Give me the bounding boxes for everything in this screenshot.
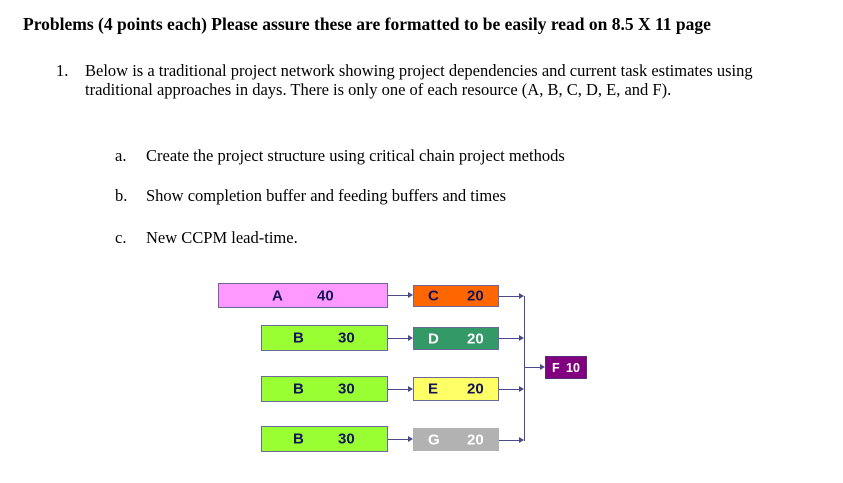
- part-c-label: c.: [115, 228, 127, 247]
- part-a-text: Create the project structure using criti…: [146, 146, 565, 165]
- question-number: 1.: [56, 61, 69, 80]
- task-b-days: 30: [338, 380, 355, 398]
- task-a-days: 40: [317, 287, 334, 304]
- connector-e-merge: [499, 389, 520, 390]
- task-b-name: B: [293, 430, 304, 448]
- task-a-box: A 40: [218, 283, 388, 308]
- part-c-text: New CCPM lead-time.: [146, 228, 298, 247]
- arrow-icon: [408, 292, 413, 298]
- connector-d-merge: [499, 338, 520, 339]
- connector-a-c: [388, 295, 409, 296]
- part-a-label: a.: [115, 146, 127, 165]
- arrow-icon: [408, 335, 413, 341]
- task-g-days: 20: [467, 431, 484, 448]
- arrow-icon: [408, 436, 413, 442]
- part-b-label: b.: [115, 186, 128, 205]
- task-f-days: 10: [566, 360, 580, 375]
- arrow-icon: [519, 335, 524, 341]
- connector-b-e: [388, 389, 409, 390]
- connector-b-g: [388, 439, 409, 440]
- page-title: Problems (4 points each) Please assure t…: [23, 14, 711, 34]
- arrow-icon: [540, 364, 545, 370]
- part-b-text: Show completion buffer and feeding buffe…: [146, 186, 507, 205]
- task-b-name: B: [293, 380, 304, 398]
- merge-vertical-line: [524, 296, 525, 441]
- task-c-box: C 20: [413, 285, 499, 307]
- task-b-box-1: B 30: [261, 325, 388, 351]
- task-c-days: 20: [467, 287, 484, 305]
- connector-c-merge: [499, 296, 520, 297]
- connector-merge-f: [524, 367, 541, 368]
- task-f-name: F: [552, 360, 560, 375]
- task-e-box: E 20: [413, 377, 499, 401]
- task-d-days: 20: [467, 330, 484, 347]
- arrow-icon: [519, 293, 524, 299]
- task-b-days: 30: [338, 430, 355, 448]
- task-b-name: B: [293, 329, 304, 347]
- task-e-name: E: [428, 380, 439, 398]
- task-b-box-2: B 30: [261, 376, 388, 402]
- task-g-box: G 20: [413, 428, 499, 451]
- task-d-box: D 20: [413, 327, 499, 350]
- arrow-icon: [408, 386, 413, 392]
- task-d-name: D: [428, 330, 439, 347]
- task-e-days: 20: [467, 380, 484, 398]
- task-f-box: F 10: [545, 356, 587, 379]
- arrow-icon: [519, 386, 524, 392]
- task-a-name: A: [272, 287, 283, 304]
- connector-g-merge: [499, 440, 520, 441]
- connector-b-d: [388, 338, 409, 339]
- arrow-icon: [519, 437, 524, 443]
- task-c-name: C: [428, 287, 439, 305]
- task-b-box-3: B 30: [261, 426, 388, 452]
- task-g-name: G: [428, 431, 440, 448]
- question-text: Below is a traditional project network s…: [85, 61, 753, 99]
- task-b-days: 30: [338, 329, 355, 347]
